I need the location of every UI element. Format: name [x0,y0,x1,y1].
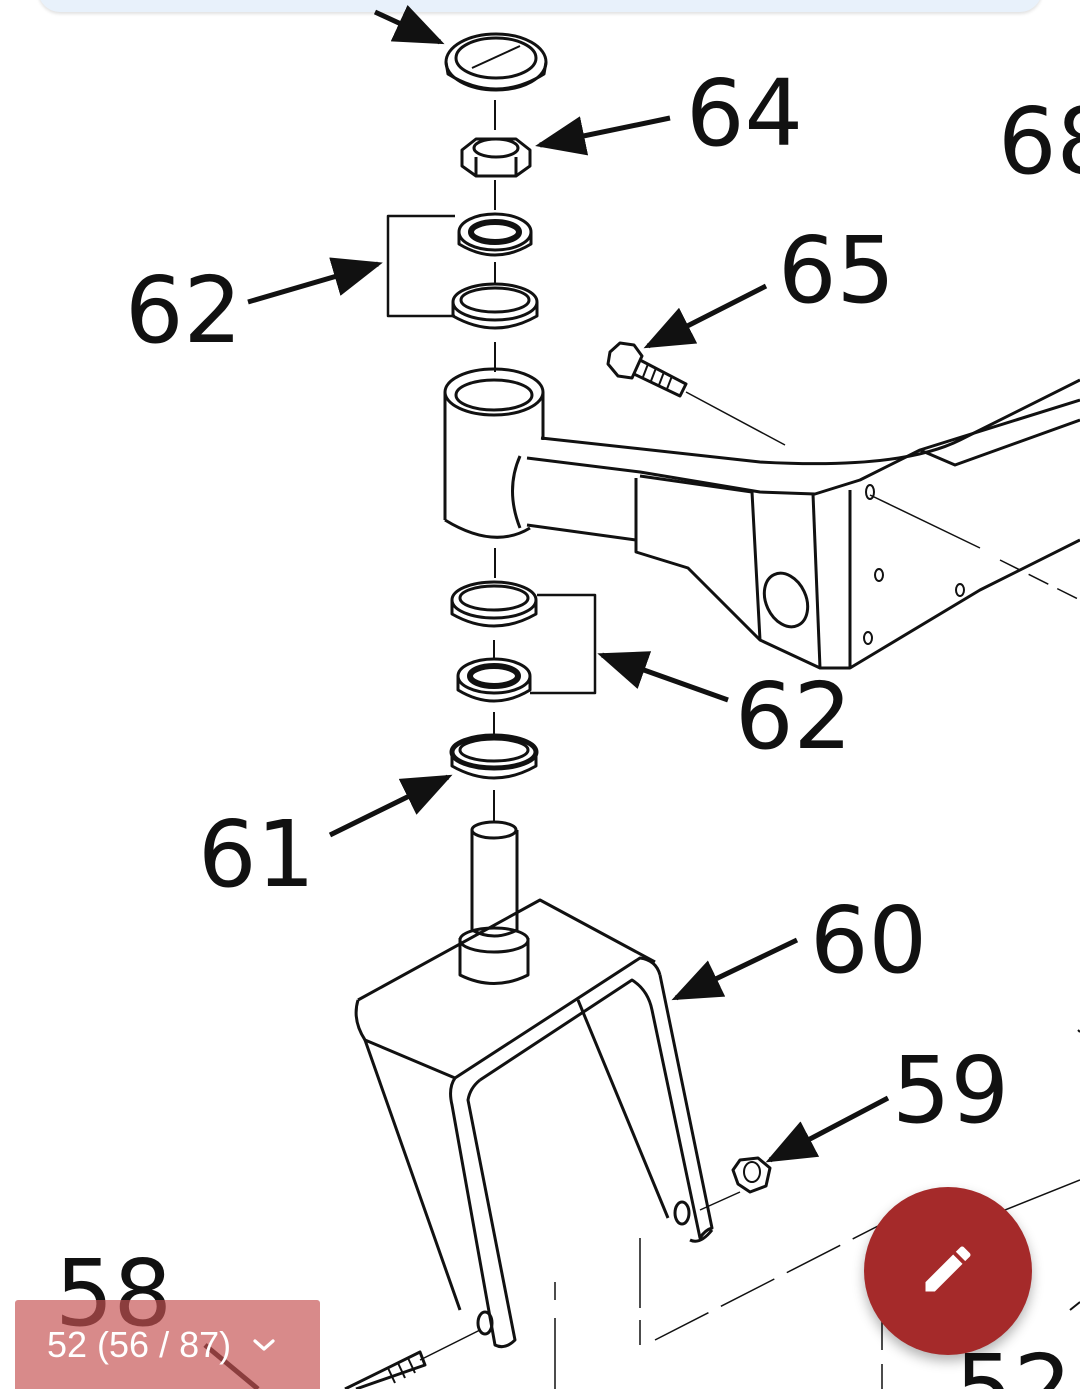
callout-62-bottom: 62 [735,663,852,770]
axle-bolt-part [344,1329,481,1389]
bearing-set-bottom-part [450,580,538,703]
callout-61: 61 [198,801,315,908]
washer-part [449,733,539,780]
page-indicator-button[interactable]: 52 (56 / 87) [15,1300,320,1389]
caster-fork-part [354,820,714,1349]
chevron-down-icon [251,1336,277,1354]
callout-62-top: 62 [125,257,242,364]
bearing-set-top-part [451,212,539,330]
callout-60: 60 [810,887,927,994]
dust-cap-part [444,32,548,92]
callout-59: 59 [892,1037,1009,1144]
lock-nut-part [699,1156,772,1211]
callout-64: 64 [686,60,803,167]
edit-fab-button[interactable] [864,1187,1032,1355]
frame-head-tube-part [443,367,1080,670]
page-indicator-label: 52 (56 / 87) [47,1323,232,1365]
top-app-bar [38,0,1042,12]
pencil-icon [918,1239,978,1303]
bolt-part [606,341,786,446]
hex-nut-part [460,137,532,178]
callout-65: 65 [778,217,895,324]
callout-68: 68 [998,88,1080,195]
